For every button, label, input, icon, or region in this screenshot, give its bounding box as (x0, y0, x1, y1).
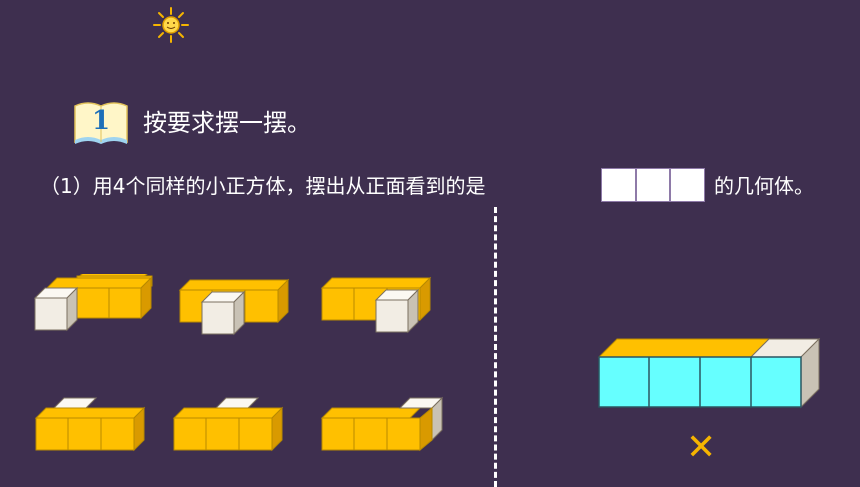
front-view-square (601, 168, 636, 202)
dashed-divider (494, 207, 497, 487)
section-title: 按要求摆一摆。 (143, 109, 311, 137)
cube-arrangement-1 (33, 274, 153, 332)
cube-arrangement-4 (34, 397, 146, 452)
question-text-end: 的几何体。 (714, 174, 814, 198)
cube-arrangement-5 (172, 397, 284, 452)
sun-icon (153, 7, 189, 43)
front-view-square (670, 168, 706, 202)
section-number: 1 (91, 106, 111, 136)
cube-arrangement-2 (178, 278, 290, 336)
cube-arrangement-6 (320, 396, 444, 452)
cube-arrangement-answer (597, 337, 821, 409)
cube-arrangement-3 (320, 276, 432, 334)
front-view-diagram (601, 168, 706, 202)
front-view-square (635, 168, 671, 202)
wrong-mark: ✕ (686, 427, 717, 468)
question-text: （1）用4个同样的小正方体，摆出从正面看到的是 (40, 174, 486, 198)
book-icon (74, 102, 128, 144)
